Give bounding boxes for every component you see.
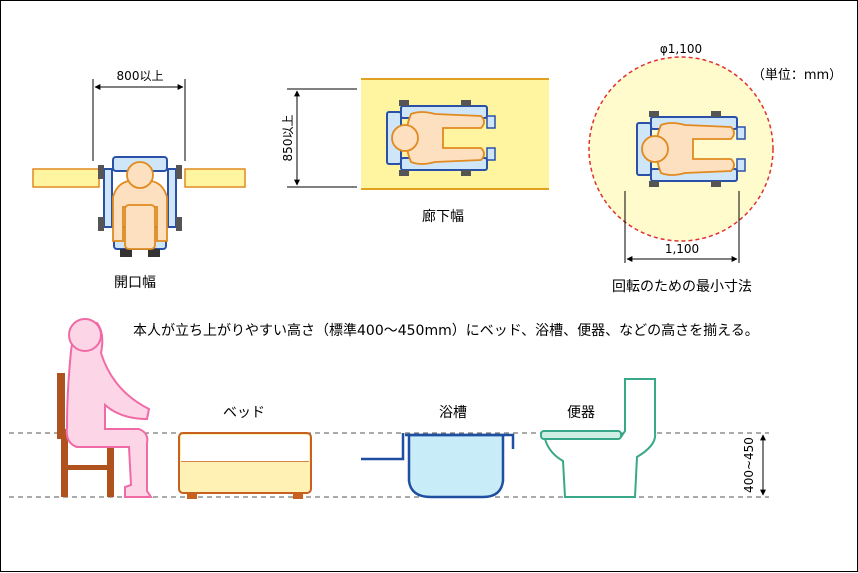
seated-person-icon [65, 318, 153, 498]
left-wall [32, 168, 100, 188]
bathtub-label: 浴槽 [439, 405, 467, 421]
corridor-caption: 廊下幅 [422, 208, 464, 225]
person-front-icon [112, 161, 168, 250]
door-dimension-label: 800以上 [117, 69, 164, 83]
corridor-dimension-label: 850以上 [281, 115, 295, 162]
toilet-icon [540, 378, 657, 498]
toilet-label: 便器 [567, 405, 595, 421]
height-range-label: 400~450 [742, 437, 756, 493]
turn-caption: 回転のための最小寸法 [612, 279, 752, 295]
door-opening-figure: 800以上 開口幅 [32, 69, 246, 291]
bathtub-icon [361, 433, 515, 499]
corridor-figure: 850以上 廊下幅 [281, 78, 549, 225]
turning-circle-figure: φ1,100 （単位：mm） 1,100 回転のための最小寸法 [588, 42, 842, 295]
turn-dimension-label: 1,100 [665, 242, 699, 256]
unit-note: （単位：mm） [752, 67, 842, 83]
bed-icon [178, 432, 312, 499]
door-caption: 開口幅 [114, 275, 156, 291]
right-wall [184, 168, 246, 188]
turn-diameter-label: φ1,100 [660, 42, 702, 56]
bed-label: ベッド [223, 405, 265, 421]
height-statement: 本人が立ち上がりやすい高さ（標準400～450mm）にベッド、浴槽、便器、などの… [133, 322, 759, 339]
